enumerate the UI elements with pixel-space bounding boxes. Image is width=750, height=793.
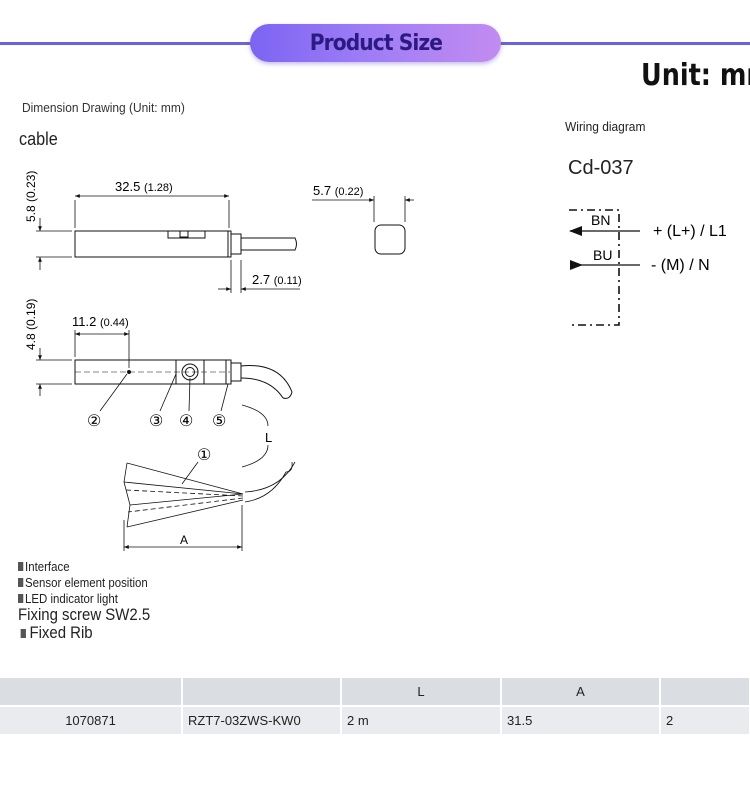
- table-header-row: L A: [0, 678, 750, 706]
- dimension-drawing: 32.5 (1.28) 5.8 (0.23) 2.7 (0.11) 5.7 (0…: [24, 157, 727, 551]
- table-cell-model: RZT7-03ZWS-KW0: [182, 705, 342, 734]
- wire-bn-label: BN: [591, 212, 610, 228]
- wiring-housing-outline: [569, 209, 620, 326]
- legend-marker-icon: [18, 577, 24, 587]
- dim-5-8: [36, 218, 72, 270]
- dim-32-5-label: 32.5 (1.28): [115, 179, 173, 194]
- table-header-L: L: [341, 678, 502, 706]
- wire-bu-signal: - (M) / N: [651, 257, 710, 274]
- wire-bn-signal: + (L+) / L1: [653, 223, 727, 240]
- dim-L-label: L: [265, 430, 272, 445]
- callout-3: ③: [149, 413, 163, 430]
- legend-marker-icon: [18, 593, 24, 603]
- table-cell-part-number: 1070871: [0, 705, 183, 734]
- callout-4: ④: [179, 413, 193, 430]
- bu-arrow-icon: [570, 260, 583, 270]
- wiring-diagram-label: Wiring diagram: [565, 119, 646, 134]
- cable-label: cable: [19, 129, 58, 149]
- table-header-A: A: [501, 678, 661, 706]
- dim-11-2-label: 11.2 (0.44): [72, 314, 129, 329]
- dim-11-2: [74, 330, 130, 368]
- dim-A-label: A: [180, 533, 188, 547]
- dimension-drawing-label: Dimension Drawing (Unit: mm): [22, 100, 185, 115]
- dim-32-5: [74, 194, 230, 228]
- wire-bu-label: BU: [593, 247, 612, 263]
- legend-marker-icon: [18, 561, 24, 571]
- bn-arrow-icon: [569, 226, 582, 236]
- sensor-top-view: [74, 359, 293, 399]
- dim-2-7: [218, 260, 300, 293]
- legend-item-fixing-screw: Fixing screw SW2.5: [18, 605, 151, 624]
- sensor-side-view: [74, 230, 297, 258]
- cable-length-break: [241, 404, 296, 503]
- table-header-cell: [660, 678, 750, 706]
- unit-label: Unit: mm: [641, 58, 750, 93]
- legend: Interface Sensor element position LED in…: [18, 558, 168, 642]
- dim-5-8-label: 5.8 (0.23): [24, 171, 38, 222]
- spec-table: L A 1070871 RZT7-03ZWS-KW0 2 m 31.5 2: [0, 678, 750, 734]
- page-title: Product Size: [309, 30, 442, 56]
- legend-item-led: LED indicator light: [18, 590, 150, 606]
- model-code: Cd-037: [568, 157, 634, 179]
- table-cell-extra: 2: [660, 705, 750, 734]
- callout-1: ①: [197, 447, 211, 464]
- table-row: 1070871 RZT7-03ZWS-KW0 2 m 31.5 2: [0, 705, 750, 734]
- dim-4-8-label: 4.8 (0.19): [24, 299, 38, 350]
- dim-5-7: [312, 196, 414, 222]
- dim-2-7-label: 2.7 (0.11): [252, 272, 302, 287]
- legend-marker-icon: [20, 628, 26, 638]
- dim-A: [123, 505, 243, 551]
- wire-fan: [123, 461, 244, 528]
- table-header-cell: [182, 678, 342, 706]
- legend-item-interface: Interface: [18, 558, 150, 574]
- sensor-end-view: [374, 224, 406, 255]
- callout-leaders: [99, 373, 229, 412]
- legend-item-fixed-rib: Fixed Rib: [18, 623, 150, 642]
- callout-2: ②: [87, 413, 101, 430]
- dim-4-8: [36, 348, 72, 396]
- table-cell-L: 2 m: [341, 705, 502, 734]
- table-header-cell: [0, 678, 183, 706]
- header-banner: Product Size: [250, 24, 501, 62]
- table-cell-A: 31.5: [501, 705, 661, 734]
- callout-5: ⑤: [212, 413, 226, 430]
- dim-5-7-label: 5.7 (0.22): [313, 183, 363, 198]
- legend-item-sensor-position: Sensor element position: [18, 574, 150, 590]
